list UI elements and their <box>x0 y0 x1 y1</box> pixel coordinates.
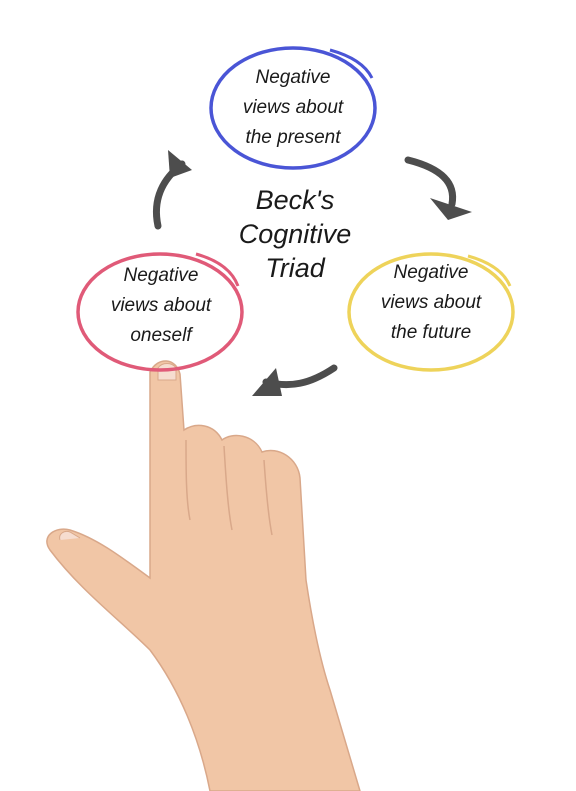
node-future-line-1: Negative <box>393 262 469 283</box>
arrow-present-to-future <box>404 156 472 220</box>
node-present-circle <box>209 46 377 170</box>
node-oneself-label: Negative views about oneself <box>86 261 236 351</box>
title-line-3: Triad <box>265 253 325 283</box>
node-present-line-2: views about <box>242 97 344 118</box>
node-future-line-3: the future <box>390 322 472 343</box>
title-line-1: Beck's <box>255 185 335 215</box>
pointing-hand-image <box>46 360 361 791</box>
node-present-line-1: Negative <box>255 67 331 88</box>
node-present-circle-tail <box>329 48 374 79</box>
node-oneself-circle-tail <box>195 252 240 287</box>
node-oneself-line-3: oneself <box>130 325 192 346</box>
title-line-2: Cognitive <box>238 219 352 249</box>
node-future-line-2: views about <box>380 292 482 313</box>
node-oneself-line-1: Negative <box>123 265 199 286</box>
node-oneself-line-2: views about <box>110 295 212 316</box>
arrow-oneself-to-present <box>153 150 192 230</box>
node-oneself-circle <box>76 252 244 372</box>
node-future-circle-tail <box>467 254 512 287</box>
node-present-line-3: the present <box>245 127 341 148</box>
node-present-label: Negative views about the present <box>218 63 368 153</box>
arrow-future-to-oneself <box>252 364 338 396</box>
node-future-circle <box>347 252 515 372</box>
diagram-title: Beck's Cognitive Triad <box>200 183 390 285</box>
node-future-label: Negative views about the future <box>356 258 506 348</box>
